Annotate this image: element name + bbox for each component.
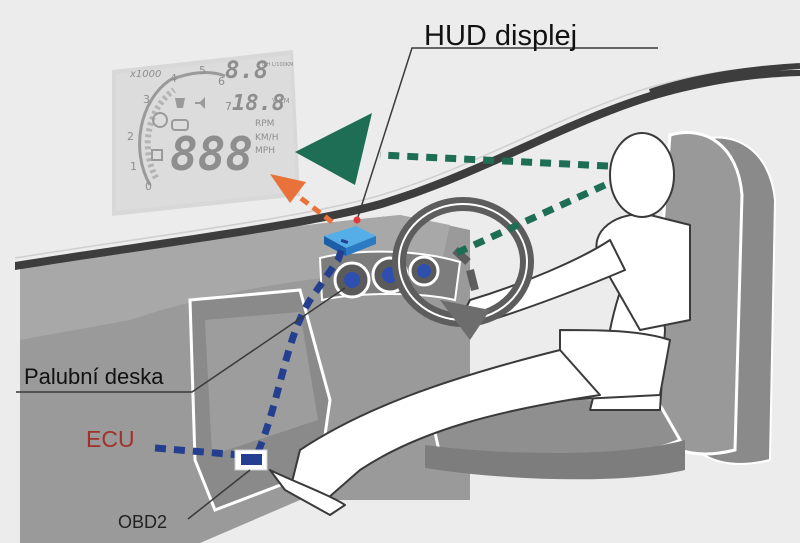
engine-icon — [152, 112, 168, 128]
tach-tick-labels: 0 1 2 3 4 5 6 7 — [127, 64, 232, 193]
main-readout: 888 — [170, 127, 253, 181]
hud-leader-line — [356, 47, 658, 221]
ecu-data-line — [154, 444, 241, 459]
orange-projection-line — [296, 194, 334, 224]
top-units: L/H L/100KM — [262, 62, 293, 68]
mph-unit: MPH — [255, 146, 275, 156]
green-reflection-arrow — [295, 113, 372, 185]
steering-wheel — [392, 197, 534, 340]
rpm-unit: RPM — [255, 119, 274, 129]
eye-sight-line — [379, 151, 609, 170]
mid-units: V KM — [272, 97, 290, 105]
obd2-label: OBD2 — [118, 512, 168, 532]
console-face — [205, 312, 318, 455]
tach-tick-1: 1 — [130, 160, 137, 173]
tach-tick-5: 5 — [199, 64, 206, 77]
fuel-icon — [151, 149, 163, 161]
obd-to-hud-data-line — [254, 238, 349, 454]
tach-tick-6: 6 — [218, 75, 225, 88]
windshield-frame — [15, 70, 800, 270]
obd2-port — [234, 449, 268, 471]
kmh-unit: KM/H — [255, 133, 278, 143]
dashboard-leader-line — [16, 287, 346, 393]
top-readout: 8.8 — [225, 56, 268, 84]
tach-tick-3: 3 — [143, 93, 150, 106]
tach-tick-7: 7 — [225, 100, 232, 113]
orange-projection-arrow — [270, 174, 306, 203]
tach-tick-2: 2 — [127, 130, 134, 143]
roof-line — [649, 63, 800, 95]
ecu-label: ECU — [86, 426, 135, 452]
mid-readout: 18.8 — [232, 91, 285, 116]
hud-virtual-image: x1000 0 1 2 3 4 5 6 7 8.8 L/H L/100KM 18… — [112, 50, 300, 216]
fan-icon — [175, 98, 185, 108]
hud-leader-dot — [353, 216, 361, 224]
rpm-multiplier: x1000 — [129, 69, 161, 80]
dashboard-label: Palubní deska — [24, 364, 164, 389]
tach-tick-0: 0 — [145, 180, 152, 193]
speaker-icon — [195, 97, 205, 109]
battery-icon — [171, 119, 189, 131]
eye-to-wheel-line — [448, 181, 607, 260]
hud-label: HUD displej — [424, 20, 578, 52]
obd2-leader-line — [187, 469, 251, 520]
tach-tick-4: 4 — [170, 72, 177, 85]
